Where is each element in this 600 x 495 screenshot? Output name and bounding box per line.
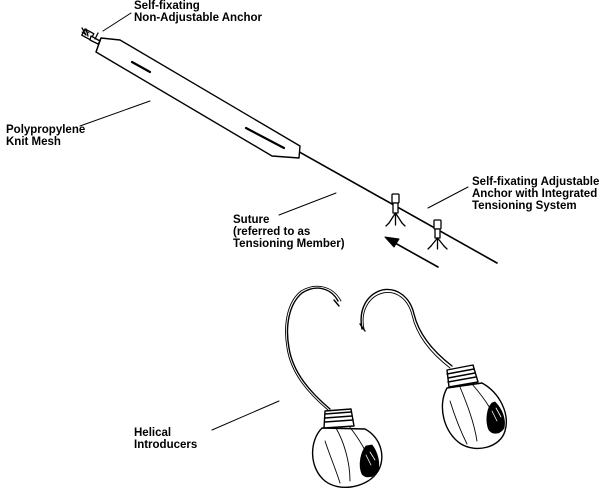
label-line: Non-Adjustable Anchor (134, 12, 262, 24)
arrow-left-up-icon (384, 236, 439, 268)
label-adjustable-anchor: Self-fixating Adjustable Anchor with Int… (472, 176, 599, 212)
label-line: Helical (134, 427, 172, 439)
leader-adjustable (427, 186, 469, 209)
label-line: Knit Mesh (6, 136, 61, 148)
mesh-strip (95, 37, 301, 159)
label-line: Introducers (134, 439, 198, 451)
label-line: Self-fixating Adjustable (472, 176, 600, 188)
label-non-adjustable-anchor: Self-fixating Non-Adjustable Anchor (134, 0, 262, 24)
label-mesh: Polypropylene Knit Mesh (6, 124, 85, 148)
leader-suture (278, 192, 337, 216)
label-line: Polypropylene (6, 124, 86, 136)
helical-introducer-2 (359, 288, 507, 450)
label-line: Tensioning Member) (233, 238, 345, 250)
non-adjustable-anchor (81, 27, 101, 45)
label-line: Self-fixating (134, 0, 200, 12)
label-line: Tensioning System (472, 200, 577, 212)
leader-non-adjustable (102, 12, 132, 32)
label-line: Anchor with Integrated (472, 188, 598, 200)
helical-introducer-1 (285, 285, 383, 489)
label-line: Suture (233, 214, 270, 226)
label-line: (referred to as (233, 226, 311, 238)
adjustable-anchor-1 (385, 193, 406, 227)
leader-lines (79, 12, 469, 431)
leader-mesh (79, 100, 151, 127)
label-suture: Suture (referred to as Tensioning Member… (233, 214, 345, 250)
leader-helical (211, 400, 280, 431)
label-helical-introducers: Helical Introducers (134, 427, 197, 451)
adjustable-anchor-2 (427, 219, 448, 250)
